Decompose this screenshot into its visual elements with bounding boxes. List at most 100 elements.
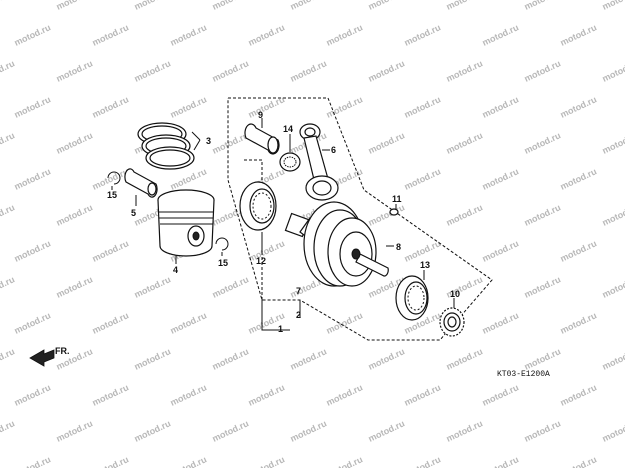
crankshaft-bearing-left (239, 181, 277, 254)
watermark-text: motod.ru (367, 58, 407, 84)
watermark-text: motod.ru (289, 418, 329, 444)
watermark-text: motod.ru (169, 166, 209, 192)
watermark-text: motod.ru (211, 0, 251, 12)
watermark-text: motod.ru (523, 0, 563, 12)
direction-label: FR. (55, 346, 70, 356)
watermark-text: motod.ru (169, 382, 209, 408)
watermark-text: motod.ru (559, 22, 599, 48)
watermark-text: motod.ru (133, 418, 173, 444)
callout-5: 5 (131, 208, 136, 218)
watermark-text: motod.ru (211, 346, 251, 372)
watermark-text: motod.ru (91, 22, 131, 48)
watermark-text: motod.ru (55, 0, 95, 12)
watermark-text: motod.ru (367, 346, 407, 372)
watermark-text: motod.ru (169, 94, 209, 120)
watermark-text: motod.ru (481, 310, 521, 336)
watermark-text: motod.ru (0, 418, 16, 444)
arrow-left-icon (29, 349, 55, 367)
callout-9: 9 (258, 110, 263, 120)
watermark-text: motod.ru (55, 202, 95, 228)
watermark-text: motod.ru (247, 22, 287, 48)
callout-4: 4 (173, 265, 178, 275)
watermark-text: motod.ru (367, 0, 407, 12)
watermark-text: motod.ru (91, 454, 131, 468)
piston-pin (124, 168, 158, 206)
timing-gear (439, 298, 465, 337)
watermark-text: motod.ru (403, 94, 443, 120)
needle-bearing (279, 134, 301, 172)
watermark-text: motod.ru (559, 382, 599, 408)
watermark-text: motod.ru (523, 418, 563, 444)
callout-8: 8 (396, 242, 401, 252)
watermark-text: motod.ru (289, 58, 329, 84)
watermark-text: motod.ru (247, 382, 287, 408)
watermark-text: motod.ru (91, 166, 131, 192)
watermark-text: motod.ru (403, 382, 443, 408)
callout-15-left: 15 (107, 190, 117, 200)
watermark-text: motod.ru (13, 310, 53, 336)
watermark-text: motod.ru (403, 166, 443, 192)
watermark-text: motod.ru (247, 238, 287, 264)
watermark-text: motod.ru (0, 58, 16, 84)
front-direction-indicator: FR. (29, 346, 70, 367)
watermark-text: motod.ru (523, 58, 563, 84)
watermark-text: motod.ru (481, 22, 521, 48)
watermark-text: motod.ru (325, 454, 365, 468)
watermark-text: motod.ru (523, 202, 563, 228)
watermark-text: motod.ru (481, 94, 521, 120)
watermark-text: motod.ru (0, 202, 16, 228)
watermark-text: motod.ru (13, 94, 53, 120)
watermark-text: motod.ru (601, 418, 625, 444)
watermark-text: motod.ru (559, 166, 599, 192)
watermark-text: motod.ru (601, 0, 625, 12)
watermark-text: motod.ru (325, 382, 365, 408)
watermark-text: motod.ru (133, 58, 173, 84)
watermark-text: motod.ru (133, 0, 173, 12)
watermark-text: motod.ru (367, 130, 407, 156)
watermark-text: motod.ru (13, 454, 53, 468)
watermark-text: motod.ru (523, 274, 563, 300)
watermark-text: motod.ru (559, 454, 599, 468)
watermark-text: motod.ru (211, 130, 251, 156)
crankshaft-bearing-right (395, 270, 429, 321)
watermark-text: motod.ru (91, 94, 131, 120)
callout-6: 6 (331, 145, 336, 155)
watermark-text: motod.ru (481, 166, 521, 192)
watermark-text: motod.ru (13, 382, 53, 408)
woodruff-key (389, 204, 399, 216)
watermark-text: motod.ru (289, 0, 329, 12)
callout-labels: 3 5 15 4 15 9 14 6 11 8 12 13 7 10 2 1 (107, 110, 460, 334)
callout-7: 7 (296, 286, 301, 296)
watermark-text: motod.ru (55, 130, 95, 156)
watermark-text: motod.ru (55, 418, 95, 444)
watermark-text: motod.ru (13, 238, 53, 264)
watermark-text: motod.ru (559, 310, 599, 336)
watermark-text: motod.ru (0, 274, 16, 300)
watermark-text: motod.ru (91, 238, 131, 264)
callout-14: 14 (283, 124, 293, 134)
watermark-text: motod.ru (367, 418, 407, 444)
callout-11: 11 (392, 194, 402, 204)
watermark-text: motod.ru (403, 454, 443, 468)
watermark-text: motod.ru (445, 418, 485, 444)
watermark-text: motod.ru (91, 310, 131, 336)
callout-13: 13 (420, 260, 430, 270)
watermark-text: motod.ru (601, 274, 625, 300)
callout-1: 1 (278, 324, 283, 334)
piston-clips (107, 171, 229, 256)
watermark-text: motod.ru (55, 274, 95, 300)
callout-2: 2 (296, 310, 301, 320)
watermark-text: motod.ru (211, 274, 251, 300)
watermark-text: motod.ru (247, 454, 287, 468)
watermark-text: motod.ru (445, 0, 485, 12)
watermark-text: motod.ru (481, 238, 521, 264)
watermark-text: motod.ru (0, 346, 16, 372)
watermark-text: motod.ru (601, 58, 625, 84)
watermark-text: motod.ru (523, 130, 563, 156)
watermark-text: motod.ru (169, 22, 209, 48)
watermark-text: motod.ru (445, 202, 485, 228)
watermark-text: motod.ru (133, 274, 173, 300)
callout-15-right: 15 (218, 258, 228, 268)
